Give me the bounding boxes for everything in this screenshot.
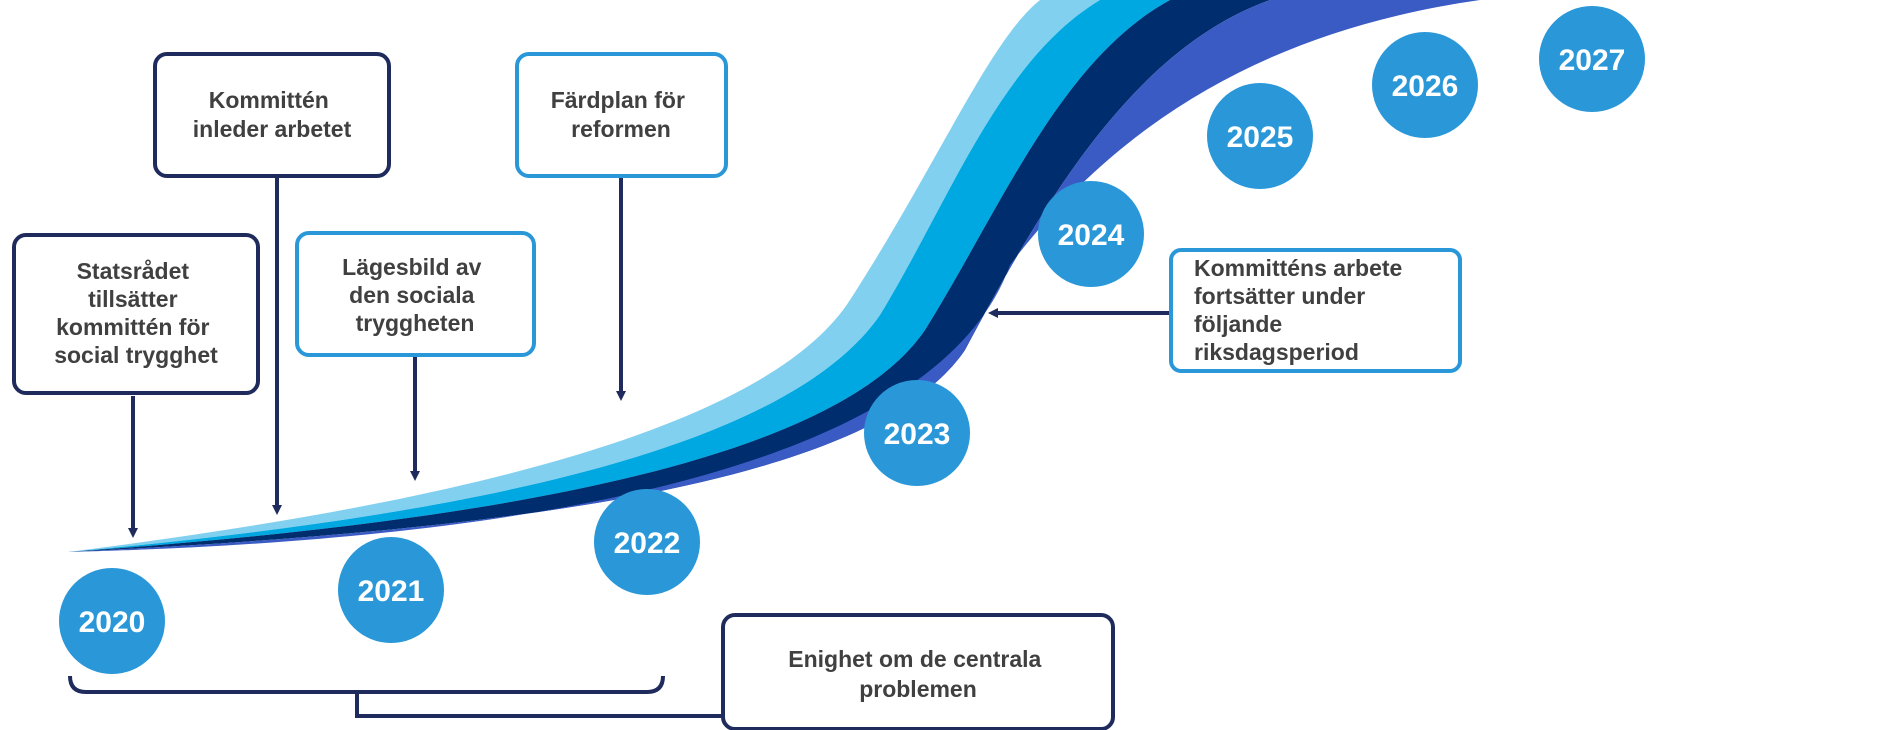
swoosh-band-mid xyxy=(68,0,1170,552)
year-2026: 2026 xyxy=(1372,32,1478,138)
year-2021-circle xyxy=(338,537,444,643)
milestone-lagesbild-text: Lägesbild av den sociala tryggheten xyxy=(342,254,488,336)
milestone-kommitten-inleder: Kommittén inleder arbetet xyxy=(153,52,391,178)
milestone-arrows xyxy=(128,177,1169,538)
milestone-fortsatter-box xyxy=(1169,248,1462,373)
year-2025-circle xyxy=(1207,83,1313,189)
year-2021: 2021 xyxy=(338,537,444,643)
milestone-lagesbild-box xyxy=(295,231,536,357)
year-2027-circle xyxy=(1539,6,1645,112)
milestone-fardplan-text: Färdplan för reformen xyxy=(551,87,692,142)
year-2025-label: 2025 xyxy=(1227,121,1294,154)
milestone-fardplan: Färdplan för reformen xyxy=(515,52,728,178)
milestone-enighet: Enighet om de centrala problemen xyxy=(721,613,1115,730)
year-2020-label: 2020 xyxy=(79,606,146,639)
swoosh-band-dark xyxy=(68,0,1270,552)
milestone-statsradet-box xyxy=(12,233,260,395)
milestone-fardplan-box xyxy=(515,52,728,178)
year-2026-circle xyxy=(1372,32,1478,138)
year-2027-label: 2027 xyxy=(1559,44,1626,77)
milestone-fortsatter: Kommitténs arbete fortsätter under följa… xyxy=(1169,248,1462,373)
progress-swoosh xyxy=(68,0,1480,552)
year-2022-circle xyxy=(594,489,700,595)
swoosh-band-royal xyxy=(68,0,1480,552)
enighet-bracket xyxy=(68,675,721,718)
year-2021-label: 2021 xyxy=(358,575,425,608)
year-2022-label: 2022 xyxy=(614,527,681,560)
milestone-lagesbild: Lägesbild av den sociala tryggheten xyxy=(295,231,536,357)
milestone-statsradet: Statsrådet tillsätter kommittén för soci… xyxy=(12,233,260,395)
milestone-fortsatter-text: Kommitténs arbete fortsätter under följa… xyxy=(1194,255,1409,365)
milestone-enighet-text: Enighet om de centrala problemen xyxy=(788,646,1047,702)
milestone-enighet-box xyxy=(721,613,1115,730)
year-2022: 2022 xyxy=(594,489,700,595)
milestone-kommitten-inleder-text: Kommittén inleder arbetet xyxy=(193,87,352,142)
year-2027: 2027 xyxy=(1539,6,1645,112)
year-2024-circle xyxy=(1038,181,1144,287)
bracket-line xyxy=(68,675,665,694)
year-2023-label: 2023 xyxy=(884,418,951,451)
year-2020-circle xyxy=(59,568,165,674)
swoosh-band-light xyxy=(68,0,1100,552)
year-2024-label: 2024 xyxy=(1058,219,1125,252)
year-2020: 2020 xyxy=(59,568,165,674)
milestone-kommitten-inleder-box xyxy=(153,52,391,178)
year-2023: 2023 xyxy=(864,380,970,486)
year-2024: 2024 xyxy=(1038,181,1144,287)
year-markers: 2020 2021 2022 2023 2024 2025 2026 2027 xyxy=(59,6,1645,674)
year-2026-label: 2026 xyxy=(1392,70,1459,103)
milestone-statsradet-text: Statsrådet tillsätter kommittén för soci… xyxy=(54,258,218,368)
bracket-connector xyxy=(355,692,721,718)
year-2025: 2025 xyxy=(1207,83,1313,189)
year-2023-circle xyxy=(864,380,970,486)
